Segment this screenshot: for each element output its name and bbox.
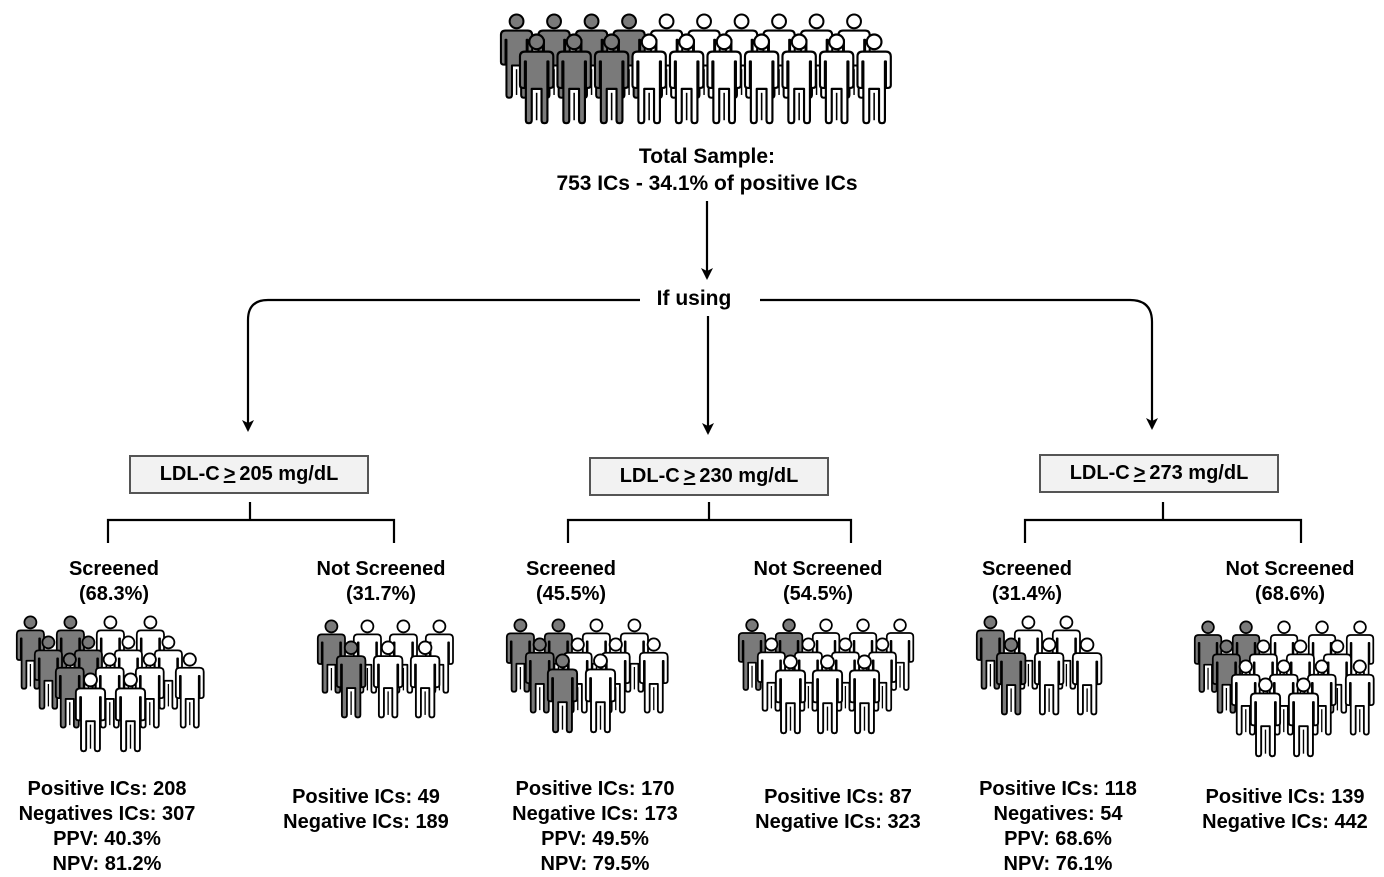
split-label: If using: [640, 286, 748, 312]
not-screened-stats-3: Positive ICs: 139 Negative ICs: 442: [1180, 785, 1384, 835]
threshold-box-1: LDL-C > 205 mg/dL: [129, 455, 369, 494]
not-screened-stats-1: Positive ICs: 49 Negative ICs: 189: [261, 785, 471, 835]
person-icon-negative: [372, 640, 404, 719]
person-icon-negative: [1071, 637, 1103, 716]
bracket-2: [566, 502, 853, 543]
group-name: Screened: [525, 558, 617, 580]
threshold-prefix: LDL-C: [1069, 462, 1130, 484]
person-icon-positive: [335, 640, 367, 719]
person-icon-positive: [518, 33, 555, 125]
group-pct: (54.5%): [782, 583, 854, 605]
screened-label-3: Screened (31.4%): [937, 557, 1117, 607]
person-icon-negative: [811, 654, 844, 735]
stat-line: Positive ICs: 139: [1205, 786, 1365, 808]
person-icon-negative: [743, 33, 780, 125]
person-icon-positive: [737, 618, 767, 691]
group-pct: (31.7%): [345, 583, 417, 605]
stat-line: Negatives: 54: [993, 803, 1123, 825]
not-screened-label-1: Not Screened (31.7%): [291, 557, 471, 607]
group-name: Screened: [68, 558, 160, 580]
person-icon-negative: [668, 33, 705, 125]
stat-line: Negative ICs: 442: [1202, 811, 1368, 833]
split-line-right: [760, 298, 1158, 430]
stat-line: Positive ICs: 118: [979, 778, 1137, 800]
screened-label-2: Screened (45.5%): [481, 557, 661, 607]
group-name: Not Screened: [316, 558, 446, 580]
threshold-prefix: LDL-C: [619, 465, 680, 487]
threshold-operator: >: [683, 465, 696, 487]
stat-line: Negatives ICs: 307: [18, 803, 196, 825]
screened-label-1: Screened (68.3%): [24, 557, 204, 607]
stat-line: Positive ICs: 49: [292, 786, 440, 808]
threshold-box-3: LDL-C > 273 mg/dL: [1039, 454, 1279, 493]
person-icon-negative: [818, 33, 855, 125]
stat-line: Positive ICs: 170: [515, 778, 675, 800]
person-icon-negative: [848, 654, 881, 735]
group-name: Screened: [981, 558, 1073, 580]
person-icon-negative: [638, 637, 669, 714]
threshold-value: 273 mg/dL: [1149, 462, 1249, 484]
stat-line: Negative ICs: 323: [755, 811, 921, 833]
stat-line: NPV: 76.1%: [1003, 853, 1113, 875]
threshold-operator: >: [223, 463, 236, 485]
person-icon-positive: [546, 653, 579, 734]
person-icon-negative: [1344, 659, 1375, 736]
stat-line: Positive ICs: 208: [27, 778, 187, 800]
stat-line: Negative ICs: 173: [512, 803, 678, 825]
stat-line: Positive ICs: 87: [764, 786, 912, 808]
group-pct: (45.5%): [535, 583, 607, 605]
not-screened-stats-2: Positive ICs: 87 Negative ICs: 323: [733, 785, 943, 835]
person-icon-negative: [74, 672, 107, 753]
person-icon-negative: [1249, 677, 1282, 758]
group-pct: (68.3%): [78, 583, 150, 605]
person-icon-negative: [174, 652, 205, 729]
person-icon-positive: [995, 637, 1027, 716]
person-icon-negative: [856, 33, 892, 125]
bracket-3: [1023, 502, 1303, 543]
screened-stats-3: Positive ICs: 118 Negatives: 54 PPV: 68.…: [953, 777, 1163, 877]
person-icon-negative: [781, 33, 817, 125]
threshold-box-2: LDL-C > 230 mg/dL: [589, 457, 829, 496]
stat-line: NPV: 81.2%: [52, 853, 162, 875]
person-icon-negative: [774, 654, 807, 735]
person-icon-negative: [409, 640, 441, 719]
stat-line: Negative ICs: 189: [283, 811, 449, 833]
crowds: [15, 13, 1375, 758]
screened-stats-2: Positive ICs: 170 Negative ICs: 173 PPV:…: [490, 777, 700, 877]
screened-stats-1: Positive ICs: 208 Negatives ICs: 307 PPV…: [2, 777, 212, 877]
threshold-operator: >: [1133, 462, 1146, 484]
threshold-value: 205 mg/dL: [239, 463, 339, 485]
group-pct: (68.6%): [1254, 583, 1326, 605]
group-pct: (31.4%): [991, 583, 1063, 605]
threshold-value: 230 mg/dL: [699, 465, 799, 487]
group-name: Not Screened: [1225, 558, 1355, 580]
person-icon-negative: [584, 653, 617, 734]
stat-line: PPV: 40.3%: [53, 828, 161, 850]
person-icon-negative: [1287, 677, 1320, 758]
group-name: Not Screened: [753, 558, 883, 580]
connector-lines: [106, 201, 1303, 543]
bracket-1: [106, 502, 396, 543]
not-screened-label-3: Not Screened (68.6%): [1200, 557, 1380, 607]
person-icon-negative: [1033, 637, 1065, 716]
total-title: Total Sample: 753 ICs - 34.1% of positiv…: [507, 143, 907, 197]
person-icon-negative: [114, 672, 147, 753]
person-icon-positive: [556, 33, 592, 125]
split-line-left: [242, 298, 650, 432]
total-title-line1: Total Sample:: [638, 145, 776, 168]
stat-line: PPV: 68.6%: [1004, 828, 1112, 850]
total-title-line2: 753 ICs - 34.1% of positive ICs: [556, 172, 858, 195]
person-icon-negative: [631, 33, 667, 125]
person-icon-negative: [706, 33, 742, 125]
person-icon-positive: [593, 33, 630, 125]
not-screened-label-2: Not Screened (54.5%): [728, 557, 908, 607]
stat-line: PPV: 49.5%: [541, 828, 649, 850]
threshold-prefix: LDL-C: [159, 463, 220, 485]
stat-line: NPV: 79.5%: [540, 853, 650, 875]
